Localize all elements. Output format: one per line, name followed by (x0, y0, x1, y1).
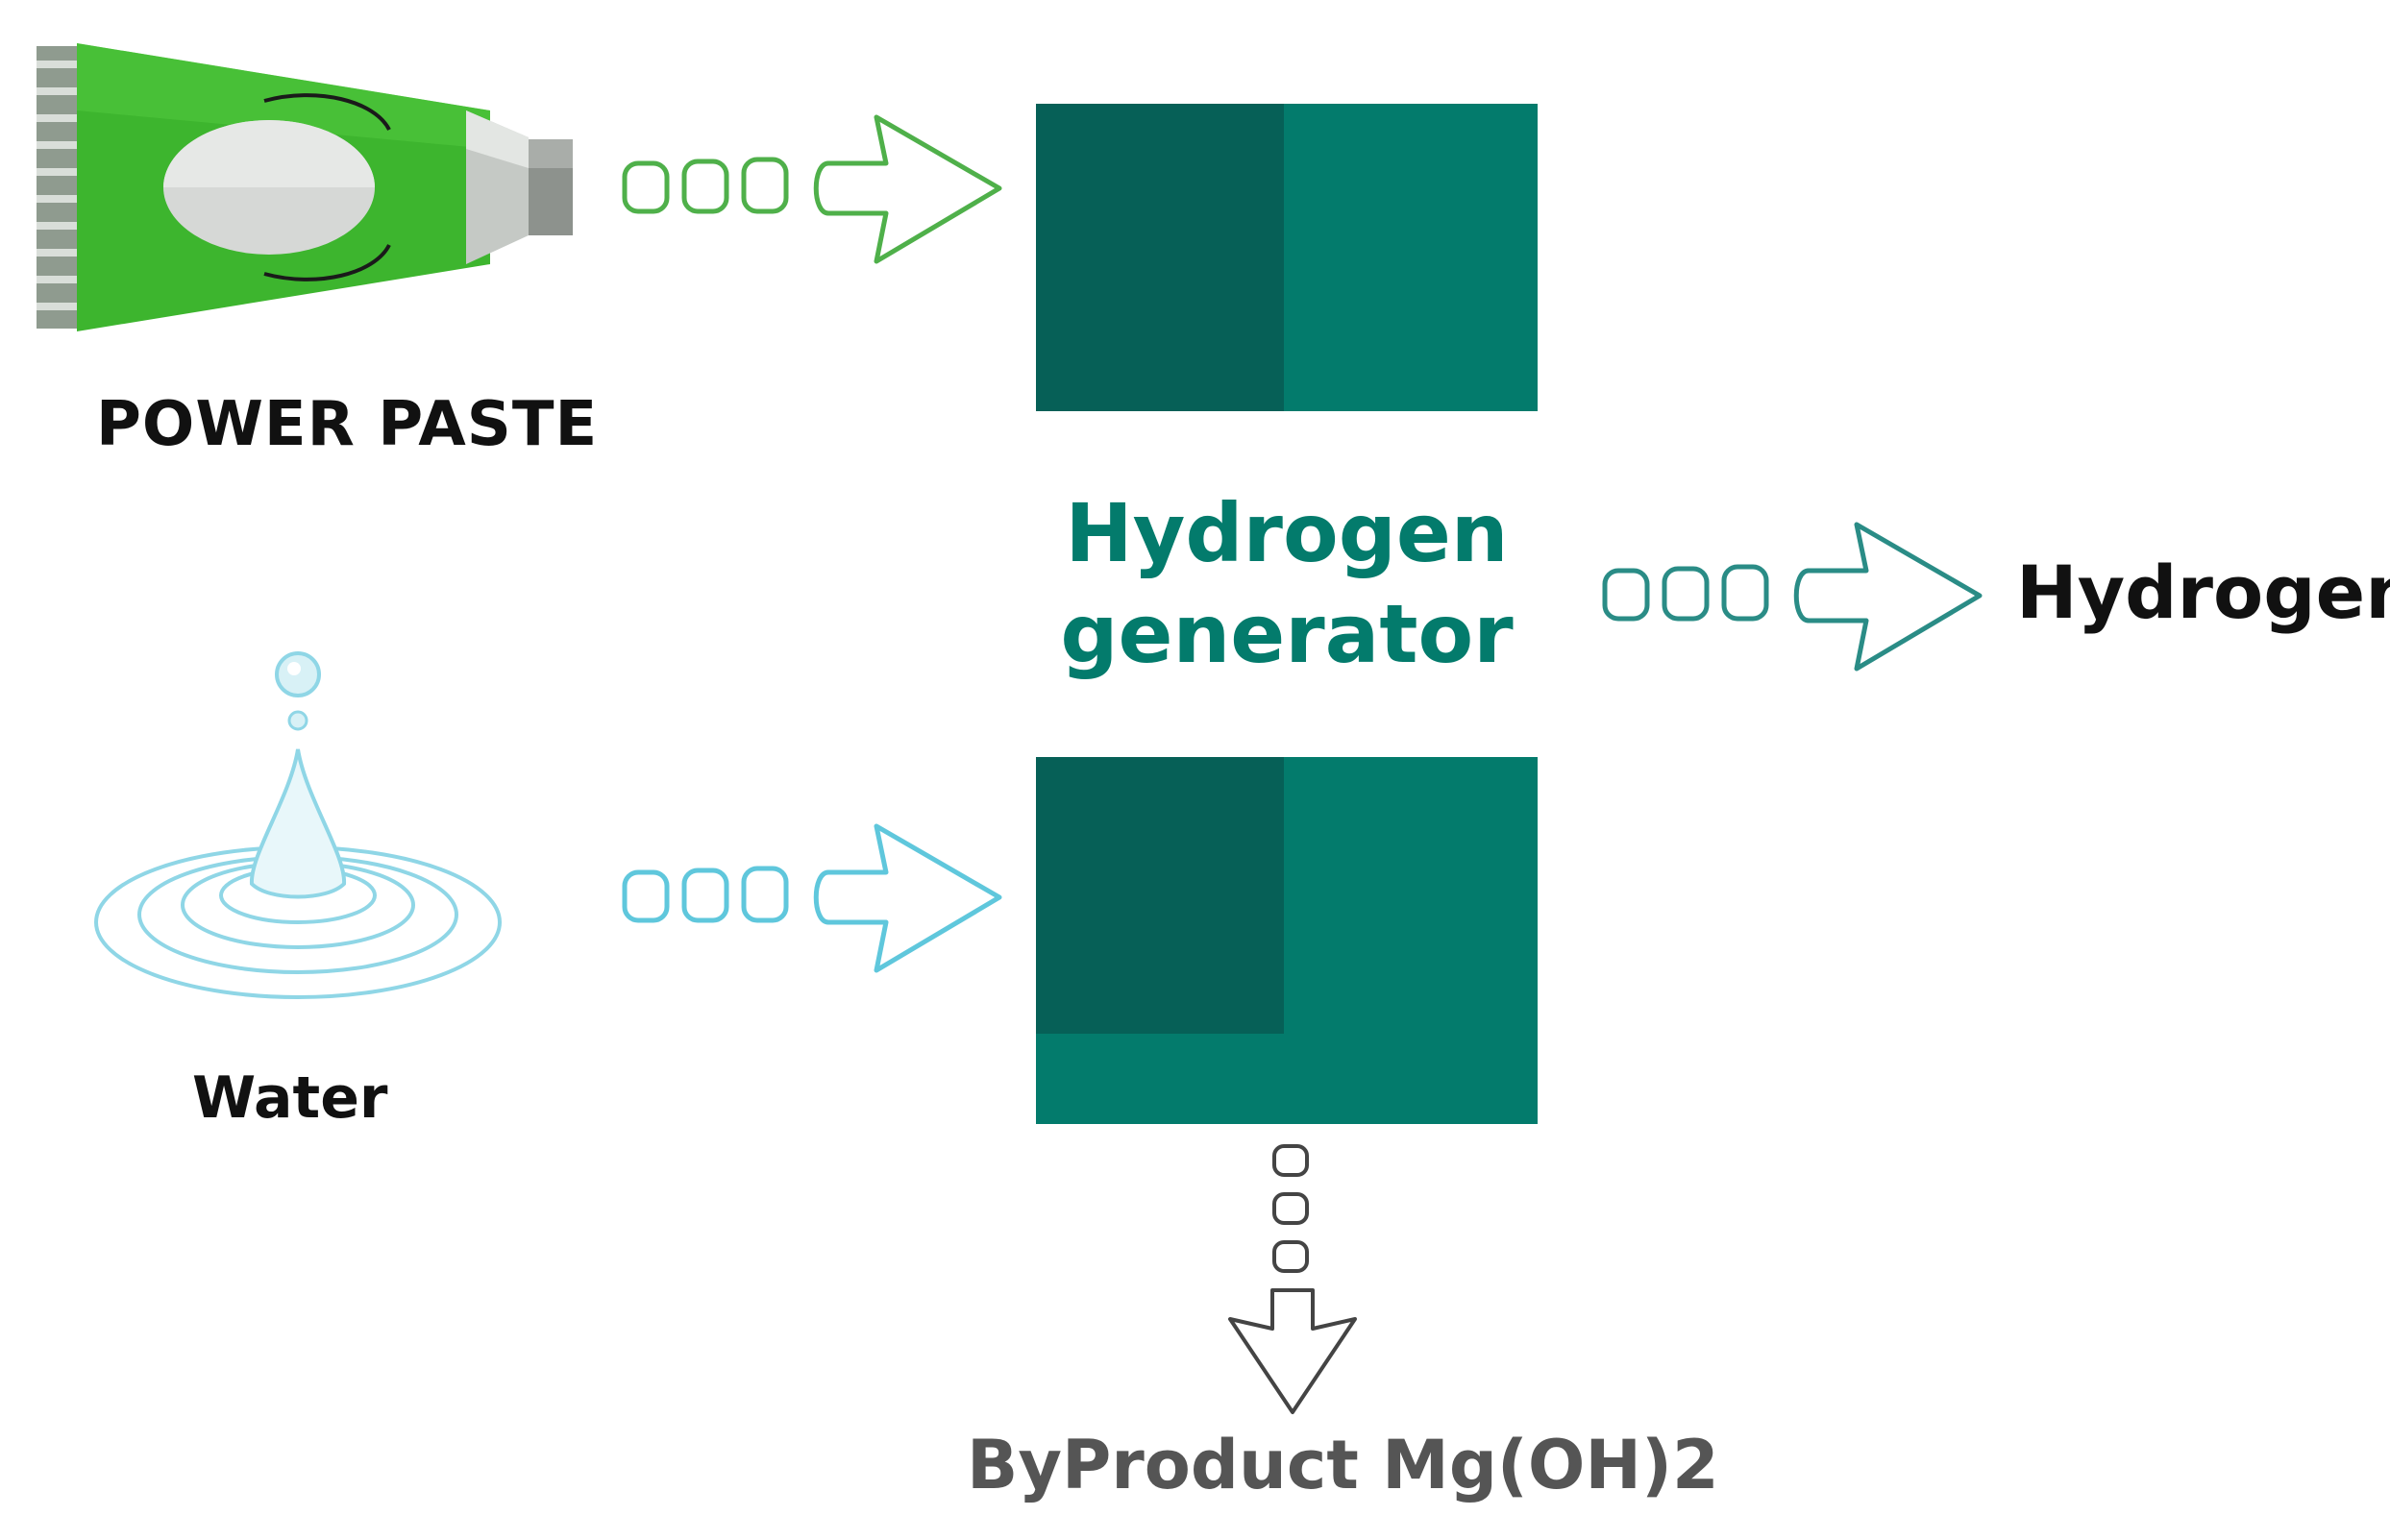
arrow-generator-to-byproduct (1228, 1144, 1357, 1414)
generator-top-block (1036, 104, 1538, 411)
arrow-generator-to-hydrogen (1602, 522, 1983, 672)
generator-bottom-shade (1036, 757, 1284, 1034)
power-paste-label: POWER PASTE (96, 389, 599, 460)
water-label: Water (192, 1064, 388, 1132)
generator-title-line1: Hydrogen (1065, 486, 1509, 580)
arrow-paste-to-generator (622, 114, 1002, 264)
hydrogen-generator: Hydrogen generator (1036, 104, 1538, 1124)
byproduct-label: ByProduct Mg(OH)2 (967, 1426, 1719, 1504)
paste-tube-icon (37, 43, 573, 331)
generator-bottom-block (1036, 757, 1538, 1124)
arrow-water-to-generator (622, 823, 1002, 973)
generator-title-line2: generator (1060, 587, 1514, 681)
generator-title: Hydrogen generator (1036, 411, 1538, 757)
water-drop-icon (94, 651, 502, 999)
generator-top-shade (1036, 104, 1284, 411)
hydrogen-output-label: Hydrogen (2016, 550, 2390, 635)
